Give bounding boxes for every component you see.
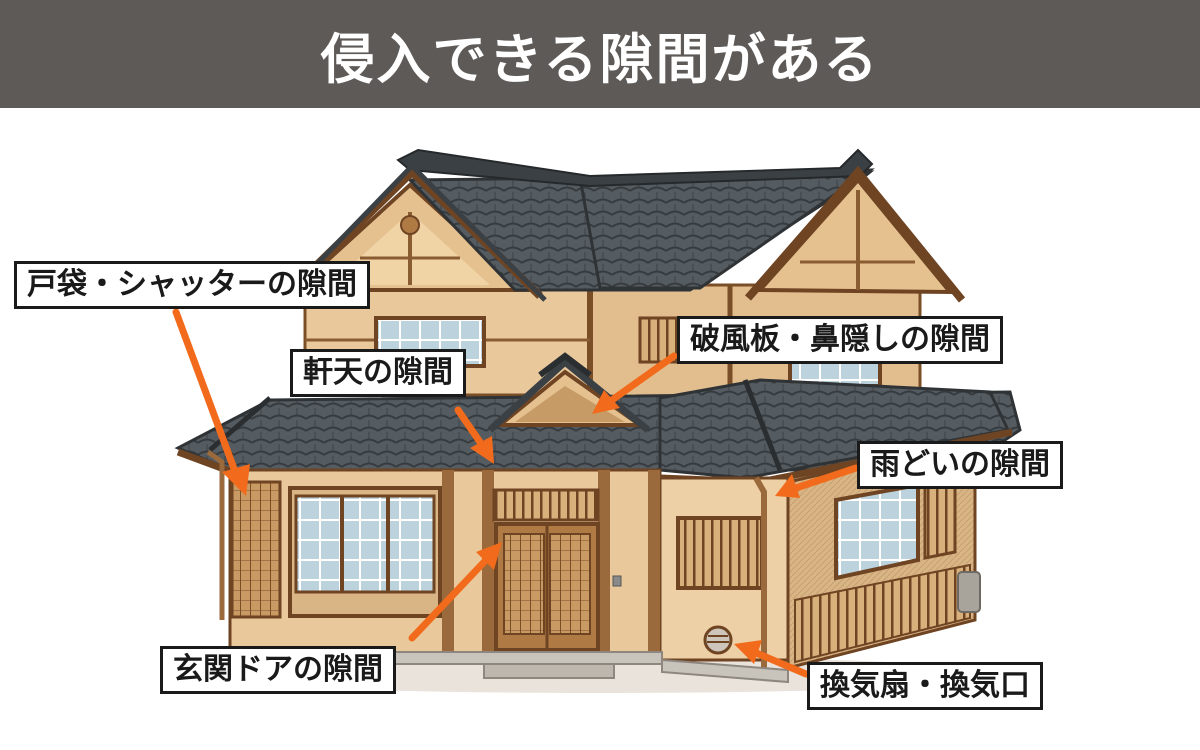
arrow-door-pocket bbox=[172, 308, 250, 496]
label-gutter-gap: 雨どいの隙間 bbox=[857, 441, 1063, 489]
header-banner: 侵入できる隙間がある bbox=[0, 0, 1200, 108]
arrow-eaves-ceiling bbox=[454, 406, 494, 464]
page-title: 侵入できる隙間がある bbox=[320, 27, 880, 91]
label-barge-board-fascia-gap: 破風板・鼻隠しの隙間 bbox=[677, 316, 1003, 364]
ground-floor bbox=[206, 438, 981, 684]
arrow-barge-board bbox=[592, 352, 678, 414]
lower-roof bbox=[174, 352, 1022, 486]
arrow-entrance-door bbox=[408, 542, 502, 642]
label-entrance-door-gap: 玄関ドアの隙間 bbox=[160, 646, 396, 694]
label-ventilation-gap: 換気扇・換気口 bbox=[807, 662, 1043, 710]
label-eaves-ceiling-gap: 軒天の隙間 bbox=[290, 349, 466, 397]
label-door-pocket-shutter-gap: 戸袋・シャッターの隙間 bbox=[14, 261, 370, 309]
arrow-gutter bbox=[775, 464, 860, 498]
arrow-ventilation bbox=[734, 640, 810, 678]
